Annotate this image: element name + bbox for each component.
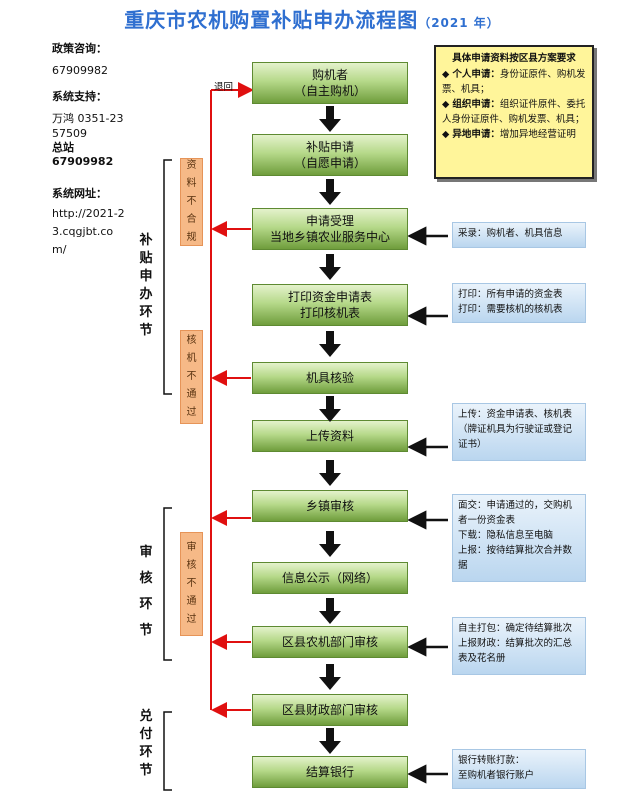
step-township-line1: 乡镇审核 [305,499,354,513]
down-arrow-icon [319,331,341,357]
down-arrow-icon [319,179,341,205]
reject-review-failed: 审核不通过 [180,532,203,636]
requirement-item: ◆ 组织申请：组织证件原件、委托人身份证原件、购机发票、机具； [442,97,586,127]
step-print-line2: 打印核机表 [299,306,360,320]
section-bracket [163,507,172,661]
requirement-text: 组织证件原件、委托人身份证原件、购机发票、机具； [442,99,586,125]
step-accept-line1: 申请受理 [305,214,354,228]
title-text: 重庆市农机购置补贴申办流程图 [124,8,419,32]
hq-label: 总站 [52,141,74,154]
requirement-text: 增加异地经营证明 [499,129,576,140]
reject-machine-failed: 核机不通过 [180,330,203,424]
requirement-name: 异地申请： [452,129,500,140]
section-bracket [163,159,172,395]
note-line: （牌证机具为行驶证或登记证书） [458,424,573,450]
note-print-tables: 打印：所有申请的资金表打印：需要核机的核机表 [452,283,586,323]
url-link[interactable]: http://2021-23.cqgjbt.com/ [52,207,125,256]
step-upload: 上传资料 [252,420,408,452]
step-apply-line2: （自愿申请） [293,156,366,170]
note-line: 上报：按待结算批次合并数据 [458,545,573,571]
down-arrow-icon [319,106,341,132]
bullet-icon: ◆ [442,69,450,80]
step-bank-line1: 结算银行 [305,765,354,779]
step-publicity-line1: 信息公示（网络） [281,571,378,585]
down-arrow-icon [319,396,341,422]
step-accept-line2: 当地乡镇农业服务中心 [269,230,390,244]
note-township-actions: 面交：申请通过的，交购机者一份资金表下载：隐私信息至电脑上报：按待结算批次合并数… [452,494,586,582]
down-arrow-icon [319,728,341,754]
note-line: 自主打包：确定待结算批次 [458,623,573,634]
step-publicity: 信息公示（网络） [252,562,408,594]
title-year: （2021 年） [418,16,500,30]
step-settlement-bank: 结算银行 [252,756,408,788]
policy-phone: 67909982 [52,64,108,77]
note-line: 打印：需要核机的核机表 [458,304,563,315]
step-print-line1: 打印资金申请表 [287,290,372,304]
note-collect-info: 采录：购机者、机具信息 [452,222,586,248]
page-title: 重庆市农机购置补贴申办流程图（2021 年） [0,4,624,33]
note-line: 打印：所有申请的资金表 [458,289,563,300]
step-county-finance-line1: 区县财政部门审核 [281,703,378,717]
bullet-icon: ◆ [442,99,450,110]
step-verify-machine: 机具核验 [252,362,408,394]
note-line: 上传：资金申请表、核机表 [458,409,573,420]
requirement-item: ◆ 异地申请：增加异地经营证明 [442,127,586,142]
support-label: 系统支持： [52,90,107,103]
requirement-name: 组织申请： [452,99,500,110]
step-upload-line1: 上传资料 [305,429,354,443]
step-buyer-line2: （自主购机） [293,84,366,98]
requirement-name: 个人申请： [452,69,500,80]
note-line: 下载：隐私信息至电脑 [458,530,554,541]
requirements-box: 具体申请资料按区县方案要求 ◆ 个人申请：身份证原件、购机发票、机具； ◆ 组织… [434,45,594,179]
step-apply-line1: 补贴申请 [305,140,354,154]
step-county-agri-review: 区县农机部门审核 [252,626,408,658]
note-line: 采录：购机者、机具信息 [458,228,563,239]
down-arrow-icon [319,254,341,280]
down-arrow-icon [319,531,341,557]
support-text: 万鸿 0351-2357509 [52,112,124,140]
down-arrow-icon [319,460,341,486]
note-line: 上报财政：结算批次的汇总表及花名册 [458,638,573,664]
hq-phone: 67909982 [52,155,114,168]
step-township-review: 乡镇审核 [252,490,408,522]
note-line: 至购机者银行账户 [458,770,535,781]
step-verify-line1: 机具核验 [305,371,354,385]
requirement-text: 身份证原件、购机发票、机具； [442,69,586,95]
down-arrow-icon [319,664,341,690]
step-buyer: 购机者 （自主购机） [252,62,408,104]
note-line: 面交：申请通过的，交购机者一份资金表 [458,500,573,526]
section-bracket [163,711,172,791]
section-apply: 补贴申办环节 [139,233,153,338]
step-apply: 补贴申请 （自愿申请） [252,134,408,176]
step-print: 打印资金申请表打印核机表 [252,284,408,326]
policy-label: 政策咨询： [52,42,107,55]
reject-docs-noncompliant: 资料不合规 [180,158,203,246]
return-label: 退回 [214,82,234,93]
note-bank-transfer: 银行转账打款： 至购机者银行账户 [452,749,586,789]
note-line: 银行转账打款： [458,755,525,766]
step-buyer-line1: 购机者 [311,68,348,82]
down-arrow-icon [319,598,341,624]
url-label: 系统网址： [52,187,107,200]
requirements-title: 具体申请资料按区县方案要求 [452,53,576,64]
requirement-item: ◆ 个人申请：身份证原件、购机发票、机具； [442,67,586,97]
section-review: 审核环节 [139,545,153,638]
step-accept: 申请受理当地乡镇农业服务中心 [252,208,408,250]
step-county-finance-review: 区县财政部门审核 [252,694,408,726]
note-upload-docs: 上传：资金申请表、核机表 （牌证机具为行驶证或登记证书） [452,403,586,461]
section-payment: 兑付环节 [139,709,153,778]
step-county-agri-line1: 区县农机部门审核 [281,635,378,649]
note-county-actions: 自主打包：确定待结算批次上报财政：结算批次的汇总表及花名册 [452,617,586,675]
bullet-icon: ◆ [442,129,450,140]
